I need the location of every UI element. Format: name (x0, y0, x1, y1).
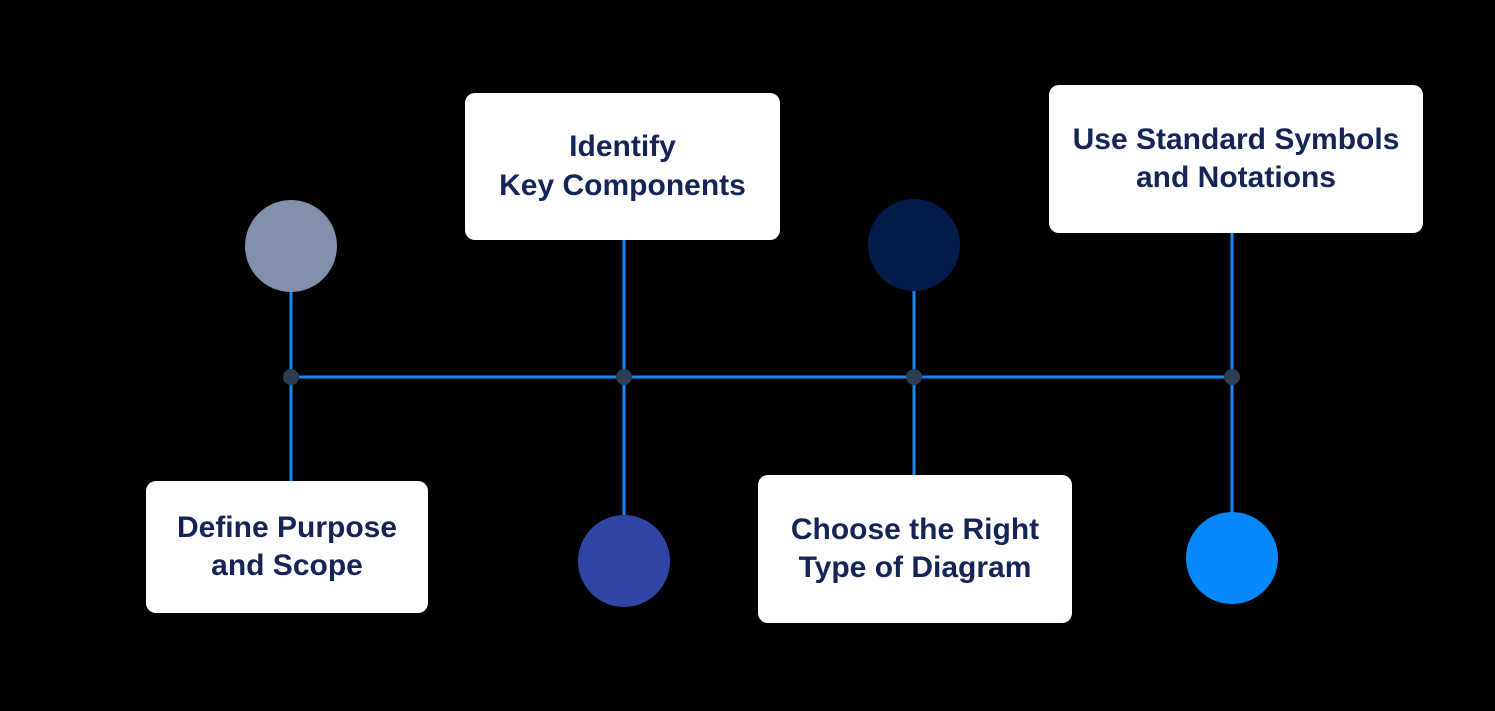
junction-dot-choose-the-right-type-of-diagram (906, 369, 922, 385)
node-box-label-line: and Scope (211, 549, 363, 582)
junction-dot-identify-key-components (616, 369, 632, 385)
node-box-label-line: Choose the Right (790, 512, 1040, 546)
node-box-label-line: and Notations (1136, 161, 1336, 194)
node-box-label-line: Type of Diagram (798, 551, 1032, 584)
node-box-label-line: Use Standard Symbols (1072, 122, 1400, 156)
milestone-circle-choose-the-right-type-of-diagram (868, 199, 960, 291)
milestone-circle-identify-key-components (578, 515, 670, 607)
node-box-use-standard-symbols-and-notations: Use Standard Symbols and Notations (1049, 85, 1423, 233)
milestone-circle-define-purpose-and-scope (245, 200, 337, 292)
node-box-define-purpose-and-scope: Define Purpose and Scope (146, 481, 428, 613)
junction-dot-define-purpose-and-scope (283, 369, 299, 385)
node-box-label-line: Define Purpose (176, 510, 398, 544)
node-box-label-line: Identify (569, 130, 676, 164)
node-box-label-line: Key Components (499, 168, 746, 202)
milestone-circle-use-standard-symbols-and-notations (1186, 512, 1278, 604)
junction-dot-use-standard-symbols-and-notations (1224, 369, 1240, 385)
